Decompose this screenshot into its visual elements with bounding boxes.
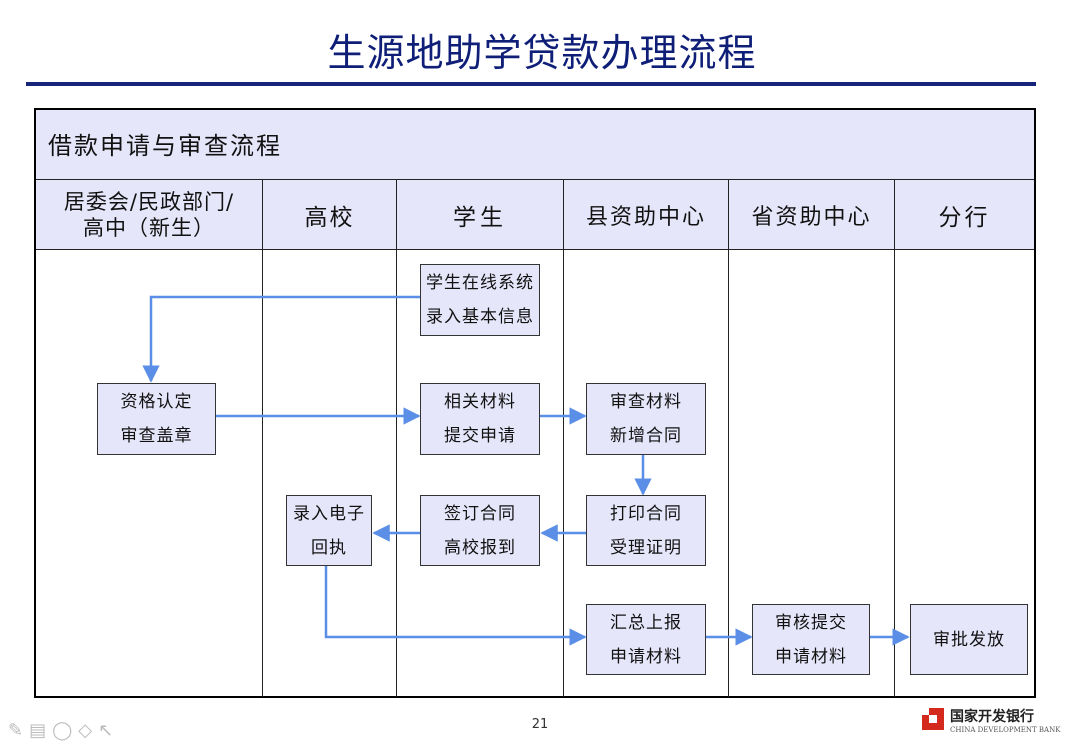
page-number: 21	[531, 717, 549, 732]
column-divider	[563, 180, 564, 697]
eraser-icon[interactable]: ◇	[78, 720, 99, 741]
column-header-county-center: 县资助中心	[585, 204, 706, 230]
column-header-university: 高校	[304, 204, 355, 231]
node-sign-contract: 签订合同 高校报到	[420, 495, 540, 566]
node-province-review: 审核提交 申请材料	[752, 604, 870, 675]
node-line: 学生在线系统	[426, 273, 534, 293]
node-line: 申请材料	[610, 646, 682, 667]
highlighter-icon[interactable]: ◯	[52, 720, 79, 741]
page-title: 生源地助学贷款办理流程	[327, 31, 757, 75]
column-header-province-center: 省资助中心	[751, 204, 872, 230]
slides-icon[interactable]: ▤	[29, 720, 53, 741]
column-header-band	[36, 180, 1034, 249]
flowchart-frame	[34, 108, 1036, 698]
node-line: 录入电子	[293, 503, 365, 524]
column-header-student: 学生	[453, 204, 507, 231]
node-line: 审批发放	[933, 629, 1005, 650]
title-underline	[26, 82, 1036, 86]
header-divider	[36, 249, 1034, 250]
section-header-band	[36, 110, 1034, 179]
bank-logo-icon	[922, 708, 944, 730]
node-line: 申请材料	[775, 646, 847, 667]
pen-icon[interactable]: ✎	[8, 720, 30, 741]
node-line: 审查材料	[610, 392, 682, 412]
node-summary-report: 汇总上报 申请材料	[586, 604, 706, 675]
node-line: 审查盖章	[120, 426, 193, 446]
column-header-community: 居委会/民政部门/ 高中（新生）	[63, 189, 235, 240]
slide-annotation-toolbar[interactable]: ✎▤◯◇↖	[8, 720, 119, 741]
pointer-icon[interactable]: ↖	[98, 720, 120, 741]
column-divider	[894, 180, 895, 697]
node-review-materials: 审查材料 新增合同	[586, 383, 706, 455]
section-divider	[36, 179, 1034, 180]
node-student-online-entry: 学生在线系统 录入基本信息	[420, 264, 540, 336]
column-header-branch: 分行	[938, 204, 991, 231]
arrow-online-to-qualification	[142, 295, 420, 383]
node-line: 录入基本信息	[426, 307, 534, 327]
node-line: 受理证明	[610, 537, 682, 558]
node-approve-release: 审批发放	[910, 604, 1028, 675]
node-submit-materials: 相关材料 提交申请	[420, 383, 540, 455]
bank-name-cn: 国家开发银行	[950, 709, 1034, 725]
node-line: 汇总上报	[610, 612, 682, 633]
node-qualification-review: 资格认定 审查盖章	[97, 383, 216, 455]
node-line: 新增合同	[610, 426, 682, 446]
node-line: 资格认定	[120, 392, 193, 412]
node-line: 审核提交	[775, 612, 847, 633]
column-divider	[262, 180, 263, 697]
node-line: 回执	[311, 537, 347, 558]
arrow-receipt-to-summary	[324, 566, 587, 646]
node-print-contract: 打印合同 受理证明	[586, 495, 706, 566]
bank-name-en: CHINA DEVELOPMENT BANK	[950, 726, 1061, 734]
section-title: 借款申请与审查流程	[48, 132, 282, 160]
node-line: 提交申请	[444, 426, 516, 446]
node-enter-receipt: 录入电子 回执	[286, 495, 372, 566]
column-divider	[396, 180, 397, 697]
column-divider	[728, 180, 729, 697]
node-line: 高校报到	[444, 537, 516, 558]
node-line: 相关材料	[444, 392, 516, 412]
node-line: 打印合同	[610, 503, 682, 524]
node-line: 签订合同	[444, 503, 516, 524]
